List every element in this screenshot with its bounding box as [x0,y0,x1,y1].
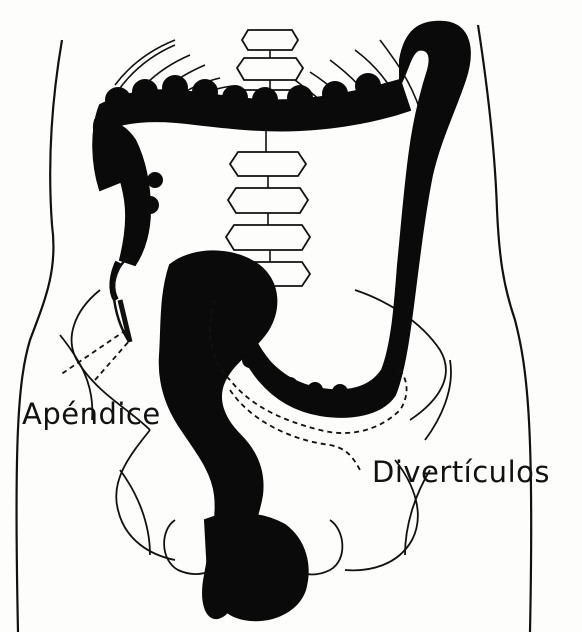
spine [226,30,310,286]
appendix-label: Apéndice [22,397,161,431]
diverticula-label: Divertículos [372,455,550,489]
